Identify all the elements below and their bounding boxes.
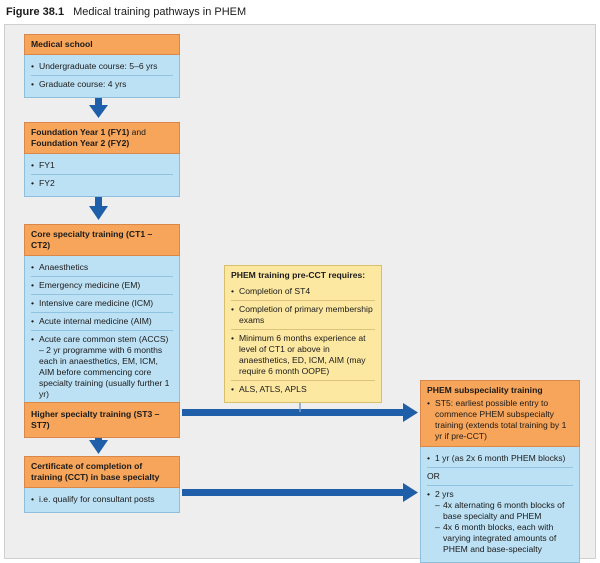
list-item: •Intensive care medicine (ICM) [31,295,173,313]
figure-title: Medical training pathways in PHEM [73,6,247,18]
pre-cct-requirements-box: PHEM training pre-CCT requires: •Complet… [224,265,382,403]
phem-st5-note: •ST5: earliest possible entry to commenc… [420,398,580,447]
arrow-higher-phem [182,403,418,422]
list-item: •Undergraduate course: 5–6 yrs [31,58,173,76]
phem-sub-item: –4x alternating 6 month blocks of base s… [435,500,565,521]
list-item: •Acute care common stem (ACCS) – 2 yr pr… [31,331,173,403]
phem-options: •1 yr (as 2x 6 month PHEM blocks) OR •2 … [420,447,580,563]
foundation-box: Foundation Year 1 (FY1) and Foundation Y… [24,122,180,197]
figure-number: Figure 38.1 [6,6,65,18]
medical-school-box: Medical school •Undergraduate course: 5–… [24,34,180,98]
or-label: OR [427,468,573,486]
phem-sub-item: –4x 6 month blocks, each with varying in… [435,522,557,554]
phem-subspeciality-box: PHEM subspeciality training •ST5: earlie… [420,380,580,563]
foundation-title: Foundation Year 1 (FY1) and Foundation Y… [24,122,180,154]
list-item: •FY2 [31,178,55,188]
higher-specialty-title: Higher specialty training (ST3 – ST7) [24,402,180,438]
list-item: •i.e. qualify for consultant posts [31,494,155,504]
core-specialty-list: •Anaesthetics •Emergency medicine (EM) •… [24,256,180,408]
list-item: •Minimum 6 months experience at level of… [231,330,375,381]
arrow-foundation-core [89,192,108,220]
figure-caption: Figure 38.1 Medical training pathways in… [6,6,246,18]
list-item: •FY1 [31,157,173,175]
foundation-list: •FY1 •FY2 [24,154,180,197]
list-item: •Emergency medicine (EM) [31,277,173,295]
list-item: •Acute internal medicine (AIM) [31,313,173,331]
list-item: •ALS, ATLS, APLS [231,384,307,394]
core-specialty-title: Core specialty training (CT1 – CT2) [24,224,180,256]
list-item: •Completion of primary membership exams [231,301,375,330]
list-item: •1 yr (as 2x 6 month PHEM blocks) [427,450,573,468]
arrow-medschool-foundation [89,92,108,118]
pre-cct-title: PHEM training pre-CCT requires: [231,270,366,280]
list-item: •Graduate course: 4 yrs [31,79,127,89]
phem-title: PHEM subspeciality training [420,380,580,398]
cct-list: •i.e. qualify for consultant posts [24,488,180,513]
core-specialty-box: Core specialty training (CT1 – CT2) •Ana… [24,224,180,408]
arrow-cct-phem [182,483,418,502]
higher-specialty-box: Higher specialty training (ST3 – ST7) [24,402,180,438]
cct-title: Certificate of completion of training (C… [24,456,180,488]
accs-detail: – 2 yr programme with 6 months each in a… [39,345,170,399]
list-item: •Completion of ST4 [231,283,375,301]
list-item: •2 yrs –4x alternating 6 month blocks of… [427,486,573,558]
medical-school-title: Medical school [24,34,180,55]
cct-box: Certificate of completion of training (C… [24,456,180,513]
medical-school-list: •Undergraduate course: 5–6 yrs •Graduate… [24,55,180,98]
list-item: •Anaesthetics [31,259,173,277]
